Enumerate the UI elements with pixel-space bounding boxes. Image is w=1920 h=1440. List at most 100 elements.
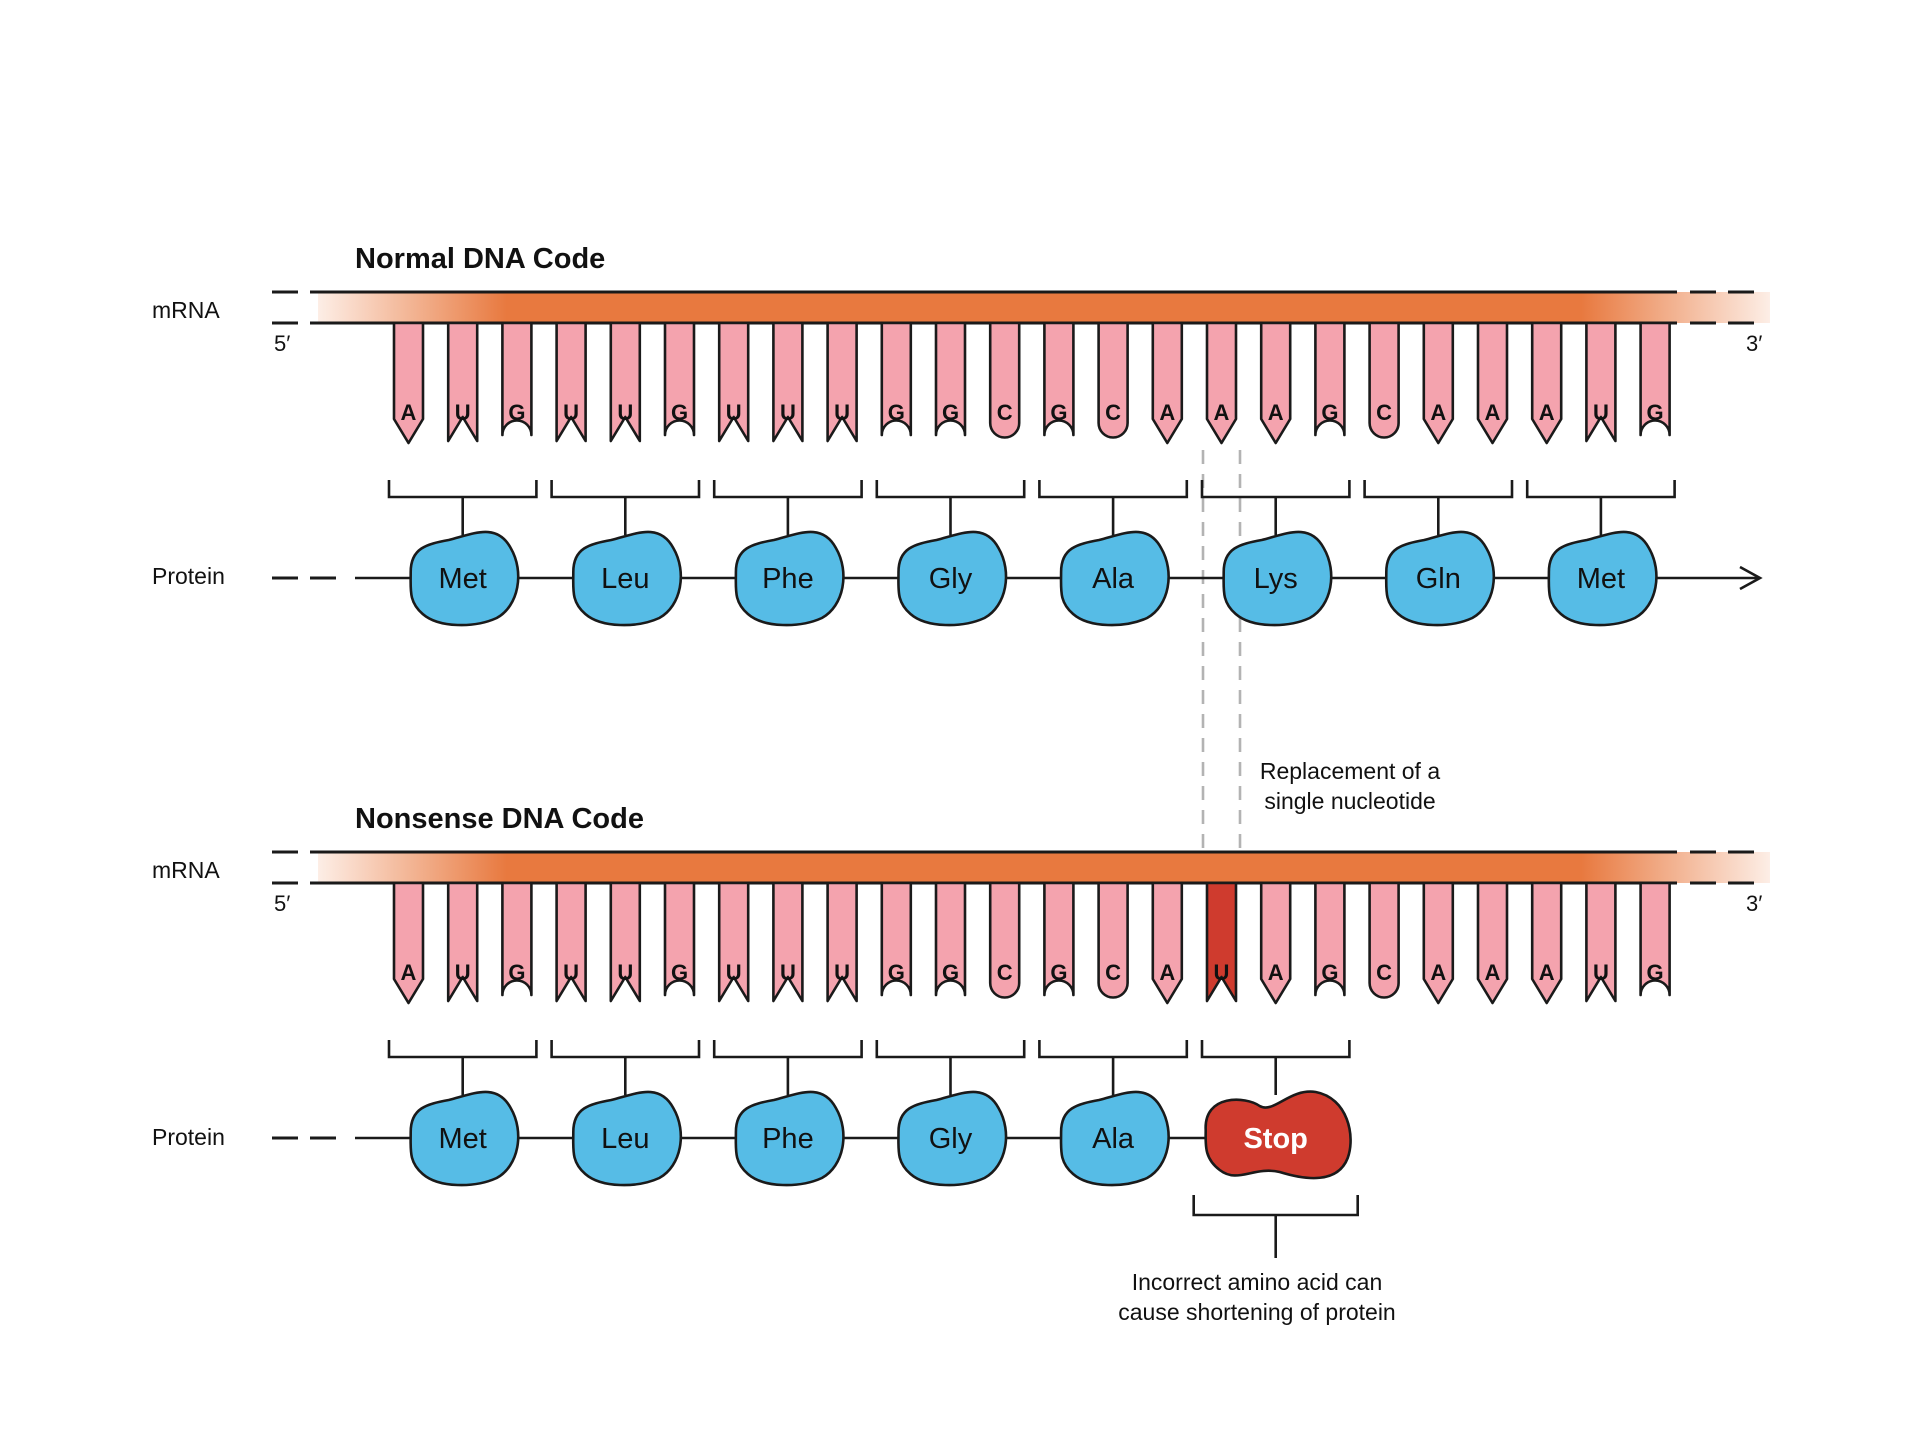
normal-five-prime-label: 5′ [274,331,290,356]
replacement-guide-lines [1201,450,1242,852]
nucleotide [392,881,425,1005]
amino-acid [409,530,520,627]
nucleotide [826,321,858,443]
nucleotide-letter: U [834,400,850,425]
nucleotide-letter: U [726,400,742,425]
nucleotide [1043,881,1075,997]
nucleotide [1205,321,1238,445]
amino-acid [1384,530,1496,627]
nucleotide [501,321,533,437]
amino-acid [1547,530,1658,627]
mrna-band [318,852,1770,883]
nucleotide-letter: G [888,400,905,425]
amino-acid-label: Ala [1092,563,1135,595]
nucleotide-letter: A [1430,960,1446,985]
amino-acid [734,1090,845,1187]
nucleotide [1097,881,1129,999]
codon-bracket [875,480,1026,535]
nucleotide-letter: C [997,400,1013,425]
codon-bracket [387,1040,538,1095]
nucleotide-letter: C [1376,960,1392,985]
nucleotide [1314,321,1346,437]
nucleotide [1314,881,1346,997]
codon-bracket [387,480,538,535]
nucleotide-letter: A [1430,400,1446,425]
nucleotide [1585,321,1617,443]
replacement-annotation: Replacement of a single nucleotide [1260,758,1440,814]
nucleotide-letter: U [1593,400,1609,425]
nucleotide [1585,881,1617,1003]
nonsense-five-prime-label: 5′ [274,891,290,916]
amino-acid-label: Phe [762,1123,814,1155]
nucleotide-letter: U [780,400,796,425]
nucleotide-letter: U [455,960,471,985]
codon-bracket [712,480,863,535]
nucleotide-letter: U [1593,960,1609,985]
nucleotide-letter: C [1105,960,1121,985]
amino-acid-label: Gln [1416,563,1461,595]
nucleotide [772,321,804,443]
nucleotide-letter: G [671,960,688,985]
amino-acid-label: Met [439,1123,487,1155]
nucleotide-letter: G [1321,400,1338,425]
nucleotide [1259,321,1292,445]
nonsense-title: Nonsense DNA Code [355,803,644,835]
nucleotide-letter: C [997,960,1013,985]
nucleotide-letter: U [780,960,796,985]
normal-mrna-label: mRNA [152,297,220,323]
stop-codon-blob [1204,1090,1352,1180]
nucleotide-letter: C [1105,400,1121,425]
amino-acid-label: Gly [929,563,973,595]
nucleotide-letter: G [942,400,959,425]
nonsense-codon-brackets [387,1040,1351,1095]
nucleotide-letter: U [726,960,742,985]
nucleotide [446,321,479,443]
amino-acid [1059,530,1170,627]
codon-bracket [1200,1040,1351,1095]
nucleotide-letter: U [834,960,850,985]
nucleotide-letter: U [455,400,471,425]
nucleotide-letter: A [1268,400,1284,425]
nonsense-mrna-strand [272,850,1770,885]
nucleotide [1097,321,1129,439]
amino-acid [897,1090,1008,1187]
nucleotide [1476,881,1509,1005]
codon-bracket [875,1040,1026,1095]
nucleotide [446,881,479,1003]
nucleotide-letter: A [401,400,417,425]
nucleotide-letter: G [1647,400,1664,425]
normal-mrna-strand [272,290,1770,325]
nucleotide [934,881,967,997]
shortening-note-line-2: cause shortening of protein [1118,1299,1395,1325]
nucleotide [1043,321,1075,437]
nucleotide [1530,881,1563,1005]
amino-acid [734,530,845,627]
amino-acid-label: Ala [1092,1123,1135,1155]
nucleotide-letter: G [671,400,688,425]
nucleotide-letter: A [1539,960,1555,985]
nucleotide-letter: A [1268,960,1284,985]
codon-bracket [550,1040,701,1095]
nucleotide [717,881,750,1003]
amino-acid-label: Phe [762,563,814,595]
nonsense-protein-label: Protein [152,1124,225,1150]
nucleotide-letter: G [1050,400,1067,425]
nucleotide [663,881,696,997]
nucleotide [1476,321,1509,445]
nucleotide [717,321,750,443]
nucleotide [988,321,1021,439]
nucleotide [1530,321,1563,445]
nucleotide-letter: G [1321,960,1338,985]
nucleotide-letter: A [1485,400,1501,425]
nucleotide-letter: C [1376,400,1392,425]
amino-acid-label: Met [439,563,487,595]
nucleotide [663,321,696,437]
nucleotide [826,881,858,1003]
codon-bracket [1038,1040,1189,1095]
protein-arrowhead [1739,565,1763,591]
